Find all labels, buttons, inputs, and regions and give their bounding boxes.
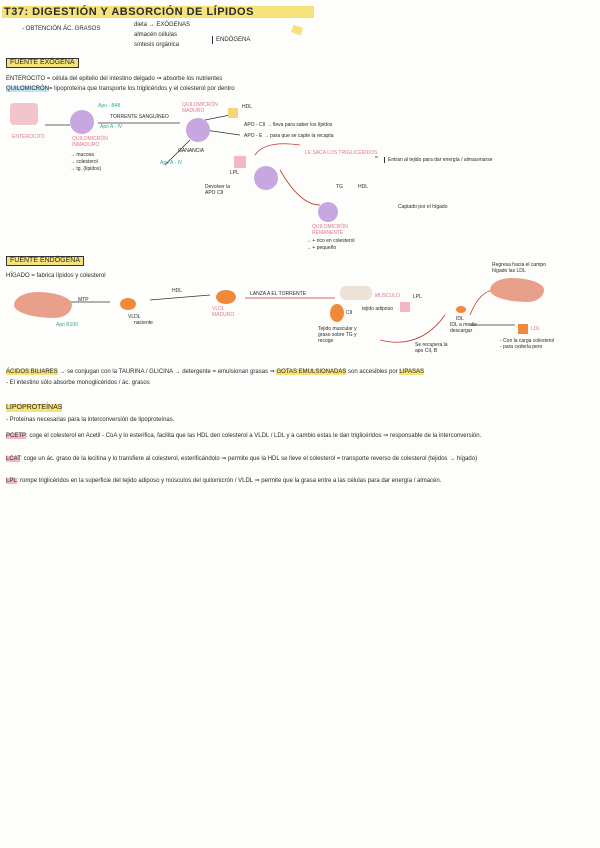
section-header-exogena: FUENTE EXÓGENA xyxy=(6,58,79,68)
lpl-label-1: LPL xyxy=(230,170,239,176)
tejido-adiposo-label: tejido adiposo xyxy=(362,306,393,312)
vldl-madura-blob xyxy=(216,290,236,304)
lanza-torrente-label: LANZA A EL TORRENTE xyxy=(250,291,306,297)
vldl-naciente-blob xyxy=(120,298,136,310)
lpl-square xyxy=(234,156,246,168)
legend-mucosa: → mucosa xyxy=(70,152,94,158)
lipoproteinas-header: LIPOPROTEÍNAS xyxy=(6,404,62,412)
acidos-text-3: - El intestino sólo absorbe monoglicérid… xyxy=(6,379,150,387)
cii-label: CII xyxy=(346,310,352,316)
hdl-label-1: HDL xyxy=(242,104,252,110)
lipoproteinas-intro: - Proteínas necesarias para la interconv… xyxy=(6,416,174,424)
intro-endogena: ENDÓGENA xyxy=(212,36,250,44)
quilo-maduro-label: QUILOMICRÓN MADURO xyxy=(182,102,220,114)
lcat-text: : coge un ác. graso de la lecitina y lo … xyxy=(20,456,477,462)
hdl-endogena-label: HDL xyxy=(172,288,182,294)
hdl-square-1 xyxy=(228,108,238,118)
rico-colesterol-label: → + rico en colesterol xyxy=(306,238,355,244)
quilomicron-maduro-blob xyxy=(186,118,210,142)
entra-tejido-label: Entran al tejido para dar energía / alma… xyxy=(384,157,493,163)
apo-c2-label: APO - CII → lleva para saber los lípidos xyxy=(244,122,332,128)
lpl-text: : rompe triglicéridos en la superficie d… xyxy=(17,478,442,484)
se-recupera-label: Se recupera la apo CII, B xyxy=(415,342,455,354)
vldl-naciente-label: naciente xyxy=(134,320,153,326)
pequeno-label: → + pequeño xyxy=(306,245,336,251)
torrente-label: TORRENTE SANGUÍNEO xyxy=(110,114,169,120)
lipasas-label: LIPASAS xyxy=(399,369,424,375)
pcetp-text: : coge el colesterol en Acetil - CoA y l… xyxy=(26,433,481,439)
lpl-label-2: LPL xyxy=(413,294,422,300)
idl-blob xyxy=(456,306,466,313)
apo-a4b-label: Apo A - IV xyxy=(160,160,182,166)
section-header-endogena: FUENTE ENDÓGENA xyxy=(6,256,84,266)
ldl-text: - Con la carga colesterol - para cederla… xyxy=(500,338,556,350)
quilomicron-label: QUILOMICRÓN xyxy=(6,86,49,92)
acidos-biliares-label: ÁCIDOS BILIARES xyxy=(6,369,58,375)
enterocito-img-label: ENTEROCITO xyxy=(12,134,45,140)
regresa-higado-label: Regresa hacia el campo hígado las LDL xyxy=(492,262,548,274)
apo-b48-label: Apo - B48 xyxy=(98,103,120,109)
ganancia-label: GANANCIA xyxy=(178,148,204,154)
quilo-remanente-label: QUILOMICRÓN REMANENTE xyxy=(312,224,358,236)
gotas-emulsionadas: GOTAS EMULSIONADAS xyxy=(276,369,346,375)
higado-definition: HÍGADO = fabrica lípidos y colesterol xyxy=(6,272,106,280)
pcetp-label: PCETP xyxy=(6,433,26,439)
devolver-label: Devolver la APO CII xyxy=(205,184,237,196)
legend-tg: → tg. (lípidos) xyxy=(70,166,101,172)
acidos-text-1: → se conjugan con la TAURINA / GLICINA →… xyxy=(59,369,274,375)
quilo-tg-release-blob xyxy=(254,166,278,190)
lpl-def-label: LPL xyxy=(6,478,17,484)
saca-tg-label: LE SACA LOS TRIGLICÉRIDOS xyxy=(305,150,377,156)
captado-higado-label: Captado por el hígado xyxy=(398,204,448,210)
apo-e-label: APO - E → para que se capte la recapta xyxy=(244,133,334,139)
ldl-square xyxy=(518,324,528,334)
intro-sintesis: síntesis orgánica xyxy=(134,41,179,49)
quilomicron-definition: = lipoproteína que transporte los trigli… xyxy=(49,86,235,92)
legend-colesterol: → colesterol xyxy=(70,159,98,165)
page-title: T37: DIGESTIÓN Y ABSORCIÓN DE LÍPIDOS xyxy=(2,6,314,18)
musculo-label: MÚSCULO xyxy=(375,293,400,299)
quilo-remanente-blob xyxy=(318,202,338,222)
intro-obtencion: - OBTENCIÓN ÁC. GRASOS xyxy=(22,25,100,33)
enterocito-cell xyxy=(10,103,38,125)
acidos-text-2: son accesibles por xyxy=(348,369,398,375)
ldl-final-label: LDL xyxy=(531,326,540,332)
sticky-note-mark xyxy=(291,25,303,36)
intro-dieta: dieta → EXÓGENAS xyxy=(134,21,190,29)
vldl-madura-label: VLDL MADURO xyxy=(212,306,242,318)
enterocito-definition: ENTEROCITO = célula del epitelio del int… xyxy=(6,75,222,83)
idl-medio-label: IDL a medio descargar xyxy=(450,322,490,334)
lcat-label: LCAT xyxy=(6,456,20,462)
hdl-label-2: HDL xyxy=(358,184,368,190)
tg-label: TG xyxy=(336,184,343,190)
quilomicron-inmaduro-blob xyxy=(70,110,94,134)
musculo-image xyxy=(340,286,372,300)
tejido-adiposo-blob xyxy=(330,304,344,322)
tejido-graso-label: Tejido muscular y graso sobre TG y recog… xyxy=(318,326,362,344)
lpl-square-2 xyxy=(400,302,410,312)
apo-a4-label: Apo A - IV xyxy=(100,124,122,130)
mtp-label: MTP xyxy=(78,297,89,303)
intro-almacen: almacén células xyxy=(134,31,177,39)
apo-b100-label: Apo B100 xyxy=(56,322,78,328)
quilo-inmaduro-label: QUILOMICRÓN INMADURO xyxy=(72,136,122,148)
